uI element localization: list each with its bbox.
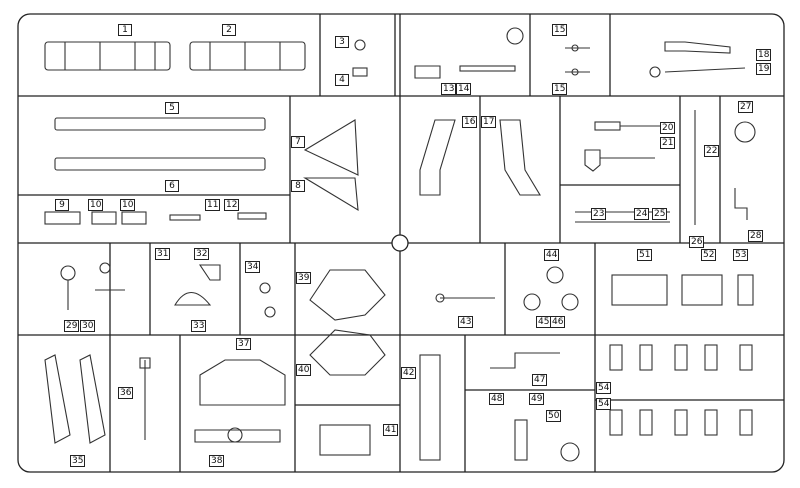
part-label-16: 16 <box>462 116 478 128</box>
part-label-46: 46 <box>550 316 566 328</box>
part-label-4: 4 <box>335 74 349 86</box>
part-label-39: 39 <box>296 272 312 284</box>
part-label-6: 6 <box>165 180 179 192</box>
part-label-31: 31 <box>155 248 171 260</box>
part-label-51: 51 <box>637 249 653 261</box>
part-label-38: 38 <box>209 455 225 467</box>
part-label-23: 23 <box>591 208 607 220</box>
part-label-54a: 54 <box>596 382 612 394</box>
part-label-12: 12 <box>224 199 240 211</box>
part-label-5: 5 <box>165 102 179 114</box>
part-label-34: 34 <box>245 261 261 273</box>
part-label-37: 37 <box>236 338 252 350</box>
part-label-41: 41 <box>383 424 399 436</box>
part-label-48: 48 <box>489 393 505 405</box>
part-label-30: 30 <box>80 320 96 332</box>
part-label-44: 44 <box>544 249 560 261</box>
part-label-53: 53 <box>733 249 749 261</box>
part-label-50: 50 <box>546 410 562 422</box>
part-label-18: 18 <box>756 49 772 61</box>
part-label-11: 11 <box>205 199 221 211</box>
part-label-27: 27 <box>738 101 754 113</box>
part-label-33: 33 <box>191 320 207 332</box>
part-label-10b: 10 <box>120 199 136 211</box>
part-label-25: 25 <box>652 208 668 220</box>
part-label-17: 17 <box>481 116 497 128</box>
part-label-24: 24 <box>634 208 650 220</box>
part-label-15b: 15 <box>552 83 568 95</box>
part-label-52: 52 <box>701 249 717 261</box>
part-label-7: 7 <box>291 136 305 148</box>
part-label-2: 2 <box>222 24 236 36</box>
part-label-47: 47 <box>532 374 548 386</box>
part-label-20: 20 <box>660 122 676 134</box>
part-label-40: 40 <box>296 364 312 376</box>
part-label-28: 28 <box>748 230 764 242</box>
part-label-3: 3 <box>335 36 349 48</box>
part-label-29: 29 <box>64 320 80 332</box>
part-label-14: 14 <box>456 83 472 95</box>
part-label-49: 49 <box>529 393 545 405</box>
part-label-36: 36 <box>118 387 134 399</box>
part-label-15a: 15 <box>552 24 568 36</box>
part-label-10a: 10 <box>88 199 104 211</box>
sprue-gate <box>391 234 409 252</box>
part-label-26: 26 <box>689 236 705 248</box>
part-label-19: 19 <box>756 63 772 75</box>
part-label-42: 42 <box>401 367 417 379</box>
part-label-21: 21 <box>660 137 676 149</box>
part-label-8: 8 <box>291 180 305 192</box>
part-label-43: 43 <box>458 316 474 328</box>
part-label-54b: 54 <box>596 398 612 410</box>
part-label-9: 9 <box>55 199 69 211</box>
part-label-22: 22 <box>704 145 720 157</box>
part-label-35: 35 <box>70 455 86 467</box>
part-label-32: 32 <box>194 248 210 260</box>
part-label-13: 13 <box>441 83 457 95</box>
part-label-1: 1 <box>118 24 132 36</box>
